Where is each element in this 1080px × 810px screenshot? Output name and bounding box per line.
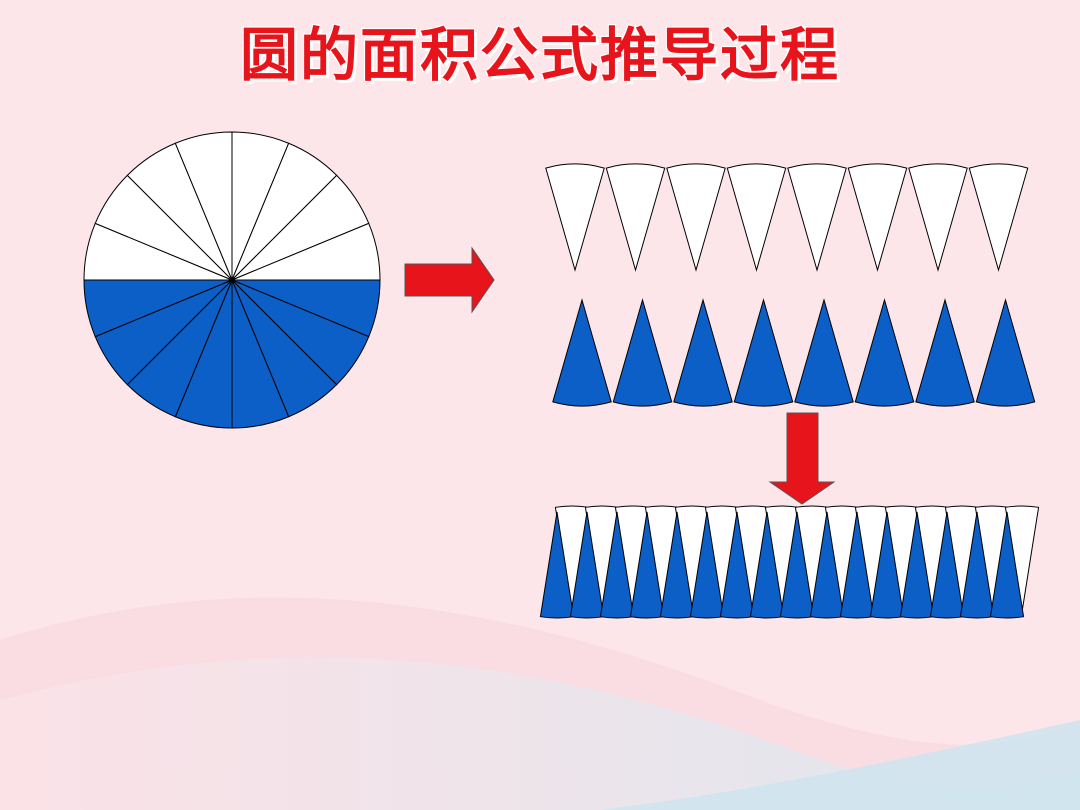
rearranged-white-sector bbox=[1004, 505, 1040, 613]
white-sector bbox=[545, 163, 605, 272]
divided-circle bbox=[83, 131, 381, 429]
page-title: 圆的面积公式推导过程 bbox=[239, 21, 840, 89]
blue-sector bbox=[854, 298, 915, 407]
down-arrow bbox=[768, 412, 836, 505]
white-sector bbox=[847, 163, 908, 272]
white-sector bbox=[666, 163, 726, 272]
blue-sector bbox=[794, 298, 854, 407]
white-sector bbox=[605, 163, 666, 272]
blue-sector bbox=[552, 298, 612, 407]
blue-sector bbox=[673, 298, 733, 407]
blue-sector bbox=[612, 298, 673, 407]
blue-sector bbox=[975, 298, 1036, 407]
blue-sector-row bbox=[552, 298, 1036, 407]
right-arrow bbox=[404, 246, 495, 314]
blue-sector bbox=[733, 298, 794, 407]
white-sector bbox=[787, 163, 847, 272]
white-sector-row bbox=[545, 163, 1029, 272]
circle-sector bbox=[83, 279, 233, 338]
white-sector bbox=[908, 163, 968, 272]
blue-sector bbox=[915, 298, 975, 407]
white-sector bbox=[726, 163, 787, 272]
rearranged-blue-sector bbox=[989, 511, 1025, 619]
rearranged-sectors bbox=[539, 505, 1040, 619]
white-sector bbox=[968, 163, 1029, 272]
